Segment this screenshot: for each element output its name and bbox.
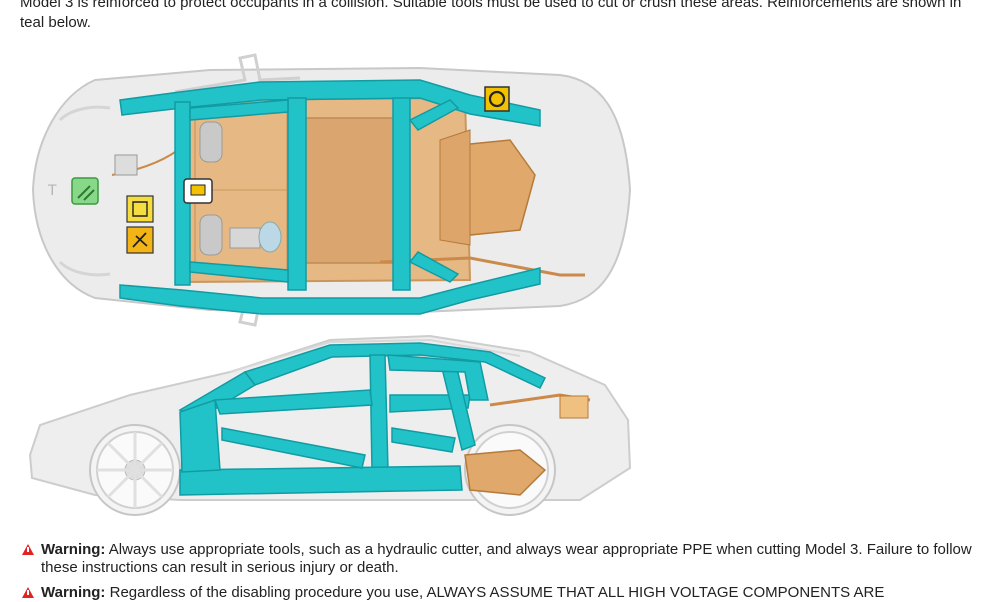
warning-label: Warning:: [41, 541, 106, 558]
high-voltage-icon: [126, 226, 154, 254]
svg-text:T: T: [47, 183, 57, 199]
reinforcement-figure: T: [28, 53, 632, 516]
side-view-vehicle: [28, 334, 632, 516]
warning-1: Warning: Always use appropriate tools, s…: [22, 541, 972, 577]
seatbelt-pretensioner-icon: [71, 177, 99, 205]
cut-zone-icon: [126, 195, 154, 223]
warning-icon: [22, 587, 34, 598]
side-view-reinforcements: [178, 342, 547, 496]
warning-icon: [22, 544, 34, 555]
top-view-reinforcements: [119, 79, 541, 315]
airbag-inflator-icon: [183, 178, 213, 204]
warning-label: Warning:: [41, 584, 106, 601]
battery-icon: [484, 86, 510, 112]
warning-text: Always use appropriate tools, such as a …: [41, 541, 972, 576]
intro-paragraph: Model 3 is reinforced to protect occupan…: [20, 0, 962, 31]
warning-text: Regardless of the disabling procedure yo…: [109, 584, 885, 601]
front-wheel: [89, 424, 181, 516]
warning-2: Warning: Regardless of the disabling pro…: [22, 584, 972, 602]
top-view-vehicle: T: [31, 53, 632, 327]
